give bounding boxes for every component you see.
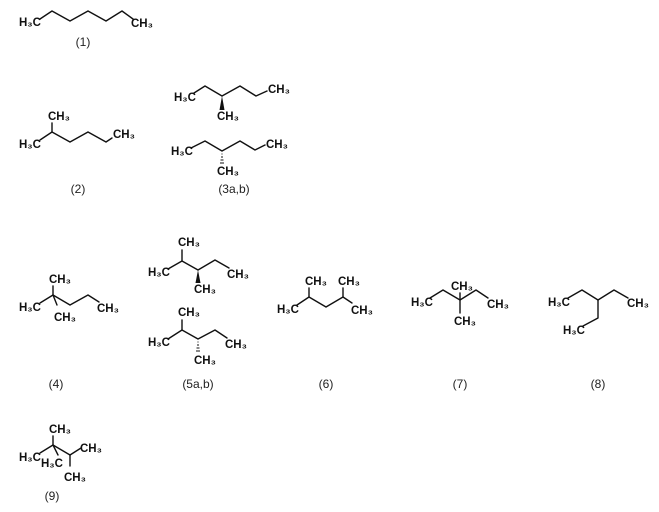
compound-label: (2) [71, 182, 86, 196]
atom-label: H₃C [411, 297, 433, 309]
atom-label: H₃C [548, 297, 570, 309]
bond-chain [167, 329, 228, 340]
atom-label: CH₃ [178, 307, 200, 319]
atom-label: CH₃ [113, 129, 135, 141]
atom-label: CH₃ [80, 443, 102, 455]
bond-chain [296, 296, 353, 308]
structure-9: CH₃ H₃C H₃C CH₃ CH₃ (9) [19, 424, 102, 503]
atom-label: CH₃ [627, 298, 649, 310]
structure-4: H₃C CH₃ CH₃ CH₃ (4) [19, 274, 119, 391]
structure-8: H₃C CH₃ H₃C (8) [548, 289, 649, 391]
structure-6: H₃C CH₃ CH₃ CH₃ (6) [277, 276, 373, 391]
bond [52, 444, 59, 456]
atom-label: CH₃ [454, 316, 476, 328]
bond-branch [582, 299, 599, 327]
structure-1: H₃C CH₃ (1) [19, 10, 153, 49]
atom-label: CH₃ [217, 111, 239, 123]
structure-3b: H₃C CH₃ CH₃ (3a,b) [171, 139, 288, 196]
bond-chain [193, 85, 268, 97]
atom-label: CH₃ [97, 303, 119, 315]
bond-chain [39, 10, 134, 22]
atom-label: CH₃ [268, 84, 290, 96]
atom-label: H₃C [174, 92, 196, 104]
atom-label: CH₃ [131, 18, 153, 30]
structure-3a: H₃C CH₃ CH₃ [174, 84, 290, 123]
atom-label: H₃C [277, 304, 299, 316]
atom-label: CH₃ [305, 276, 327, 288]
atom-label: CH₃ [54, 312, 76, 324]
compound-label: (4) [49, 377, 64, 391]
atom-label: CH₃ [49, 274, 71, 286]
wedge-bond [219, 96, 225, 110]
bond-chain [39, 294, 100, 306]
structure-5a: CH₃ H₃C CH₃ CH₃ [148, 237, 249, 296]
atom-label: H₃C [563, 325, 585, 337]
wedge-bond [195, 270, 201, 283]
bond-chain [167, 259, 230, 271]
atom-label: H₃C [19, 139, 41, 151]
atom-label: H₃C [148, 337, 170, 349]
atom-label: H₃C [19, 452, 41, 464]
hashed-bond [196, 341, 200, 352]
compound-label: (1) [76, 35, 91, 49]
atom-label: CH₃ [194, 284, 216, 296]
bond-chain [39, 444, 82, 456]
bond-chain [190, 140, 266, 152]
atom-label: CH₃ [194, 355, 216, 367]
atom-label: CH₃ [49, 424, 71, 436]
atom-label: CH₃ [217, 166, 239, 178]
compound-label: (8) [591, 377, 606, 391]
atom-label: CH₃ [266, 139, 288, 151]
bond-chain [567, 289, 629, 301]
compound-label: (7) [453, 377, 468, 391]
atom-label: CH₃ [48, 111, 70, 123]
bond-chain [39, 131, 113, 143]
atom-label: CH₃ [451, 281, 473, 293]
atom-label: CH₃ [487, 299, 509, 311]
atom-label: CH₃ [225, 339, 247, 351]
compound-label: (6) [319, 377, 334, 391]
compound-label: (9) [45, 489, 60, 503]
structure-7: H₃C CH₃ CH₃ CH₃ (7) [411, 281, 509, 391]
structure-5b: CH₃ H₃C CH₃ CH₃ (5a,b) [148, 307, 247, 391]
atom-label: CH₃ [227, 269, 249, 281]
atom-label: H₃C [19, 17, 41, 29]
compound-label: (5a,b) [182, 377, 213, 391]
atom-label: CH₃ [338, 276, 360, 288]
atom-label: CH₃ [178, 237, 200, 249]
hashed-bond [220, 153, 224, 164]
atom-label: H₃C [19, 302, 41, 314]
structure-2: H₃C CH₃ CH₃ (2) [19, 111, 135, 196]
atom-label: CH₃ [351, 305, 373, 317]
compound-label: (3a,b) [218, 182, 249, 196]
atom-label: H₃C [171, 146, 193, 158]
atom-label: CH₃ [64, 472, 86, 484]
atom-label: H₃C [41, 458, 63, 470]
bond [52, 294, 58, 306]
atom-label: H₃C [148, 267, 170, 279]
